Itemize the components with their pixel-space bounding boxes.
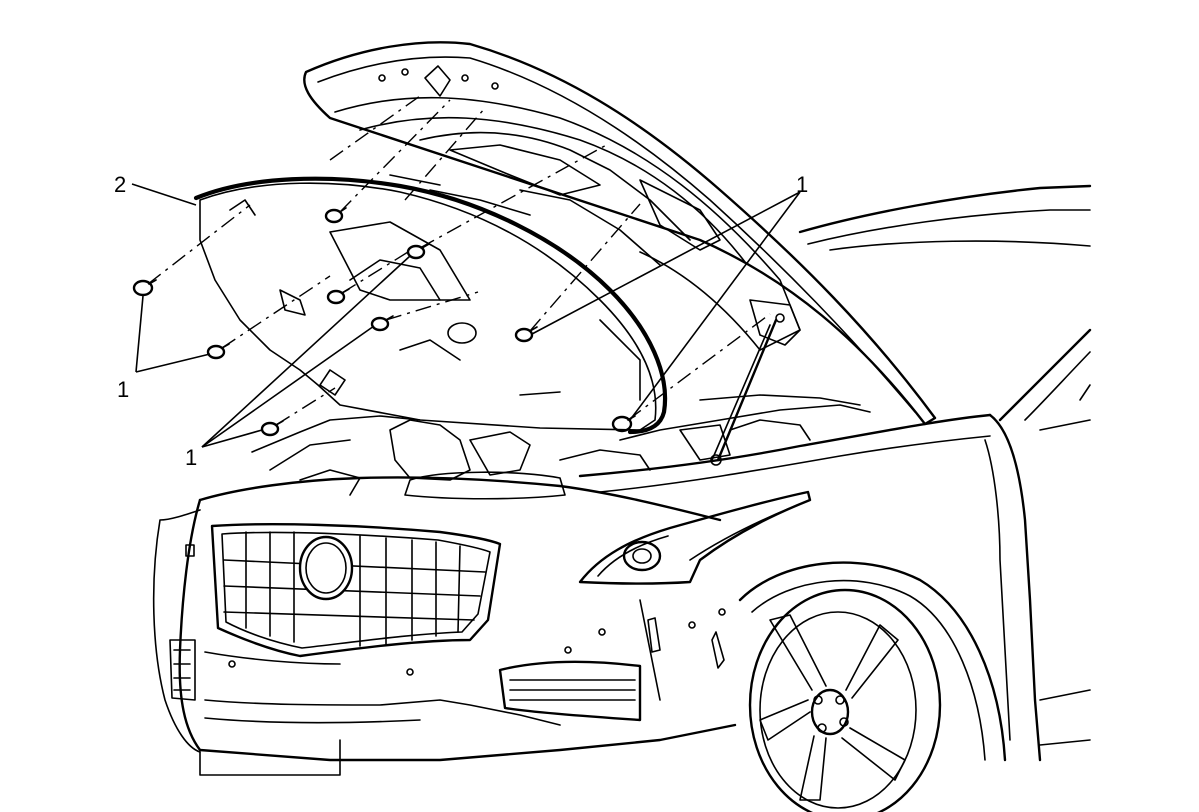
callout-leaders bbox=[131, 183, 801, 448]
callout-label-1-left: 1 bbox=[117, 377, 129, 402]
retainer-pin bbox=[132, 279, 157, 297]
car-body bbox=[152, 413, 1091, 776]
hood-seal bbox=[193, 176, 668, 435]
callout-label-2: 2 bbox=[114, 172, 126, 197]
front-wheel bbox=[748, 588, 942, 812]
headlamp bbox=[578, 490, 812, 585]
engine-compartment bbox=[251, 318, 871, 500]
windshield bbox=[798, 184, 1092, 422]
callout-label-1-lower: 1 bbox=[185, 445, 197, 470]
hood-panel bbox=[303, 41, 937, 426]
alignment-lines bbox=[147, 95, 771, 426]
front-grille bbox=[210, 523, 502, 658]
callout-label-1-upper: 1 bbox=[796, 172, 808, 197]
